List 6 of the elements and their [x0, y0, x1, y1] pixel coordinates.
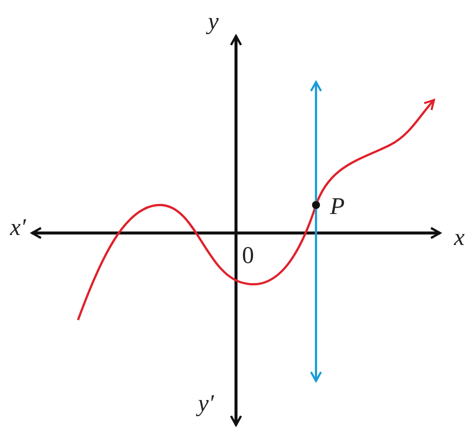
axis-label: y	[208, 10, 219, 34]
axis-label: x	[454, 226, 465, 250]
axis-label: 0	[242, 244, 254, 268]
axis-label: P	[330, 195, 345, 219]
axis-label: x′	[10, 216, 26, 240]
axis-label: y′	[198, 392, 214, 416]
